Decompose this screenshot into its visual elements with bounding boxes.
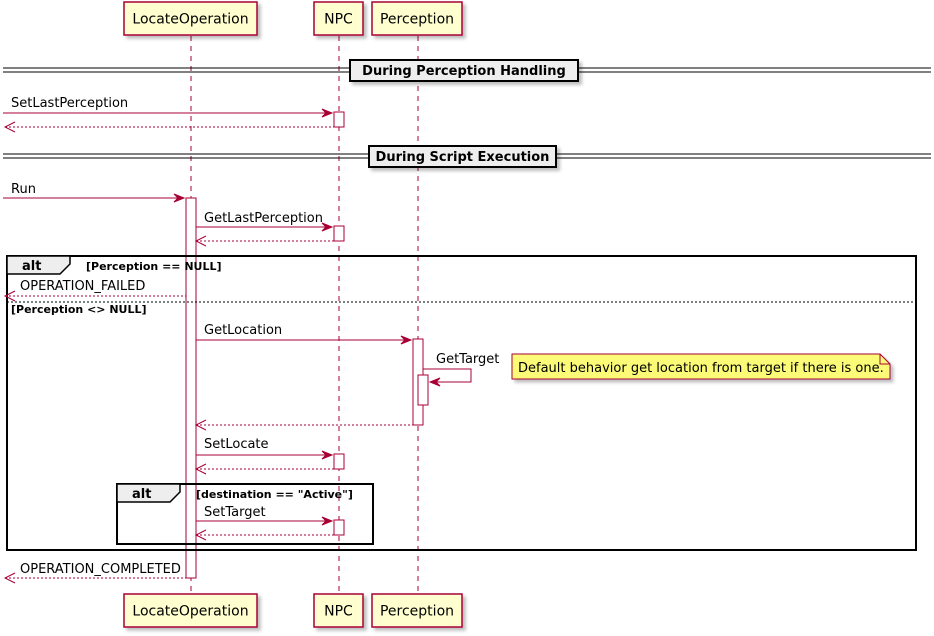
message-get-last-perception <box>196 222 334 232</box>
return-operation-completed <box>3 572 186 584</box>
participant-label: LocateOperation <box>132 604 248 620</box>
message-set-target <box>196 516 334 526</box>
messages <box>3 108 472 584</box>
divider-label: During Script Execution <box>376 150 550 165</box>
message-set-locate <box>196 450 334 460</box>
message-label: GetTarget <box>436 352 499 367</box>
message-label: GetLastPerception <box>204 211 323 226</box>
participant-label: NPC <box>324 604 353 620</box>
message-label: SetLocate <box>204 437 269 452</box>
message-get-location <box>196 335 413 345</box>
fragment-keyword: alt <box>22 259 41 274</box>
message-set-last-perception <box>3 108 334 118</box>
participants-bottom: LocateOperation NPC Perception <box>123 593 463 628</box>
message-label: OPERATION_FAILED <box>20 279 145 294</box>
alt-fragment-perception: alt [Perception == NULL] [Perception <> … <box>6 255 917 551</box>
note-default-behavior: Default behavior get location from targe… <box>511 353 891 380</box>
participant-perception-bottom[interactable]: Perception <box>371 593 463 628</box>
fragment-guard: [Perception == NULL] <box>86 260 222 273</box>
activations <box>185 111 429 579</box>
participant-perception-top[interactable]: Perception <box>371 1 463 36</box>
message-labels: SetLastPerception Run GetLastPerception … <box>11 96 499 577</box>
message-run <box>3 193 186 203</box>
return-set-target <box>194 529 334 541</box>
message-label: GetLocation <box>204 323 282 338</box>
note-text: Default behavior get location from targe… <box>518 361 884 376</box>
participant-locate-operation-top[interactable]: LocateOperation <box>123 1 258 36</box>
message-label: SetLastPerception <box>11 96 128 111</box>
participant-npc-bottom[interactable]: NPC <box>313 593 364 628</box>
fragment-guard: [destination == "Active"] <box>196 488 353 501</box>
alt-fragment-destination: alt [destination == "Active"] <box>116 483 374 545</box>
return-set-last-perception <box>3 121 334 133</box>
participant-label: Perception <box>380 12 454 28</box>
participant-label: NPC <box>324 12 353 28</box>
activation-npc-4 <box>333 519 345 536</box>
fragment-keyword: alt <box>132 487 151 502</box>
participant-label: Perception <box>380 604 454 620</box>
return-set-locate <box>194 463 334 475</box>
divider-label: During Perception Handling <box>362 64 566 79</box>
participant-npc-top[interactable]: NPC <box>313 1 364 36</box>
divider-perception-handling: During Perception Handling <box>3 59 931 82</box>
participant-label: LocateOperation <box>132 12 248 28</box>
return-get-last-perception <box>194 235 334 247</box>
message-label: OPERATION_COMPLETED <box>20 562 181 577</box>
message-get-target <box>423 368 472 387</box>
activation-npc-3 <box>333 453 345 470</box>
return-operation-failed <box>3 290 186 302</box>
activation-locate-operation <box>185 197 197 579</box>
activation-npc-2 <box>333 225 345 242</box>
return-get-location <box>194 419 413 431</box>
activation-perception-nested <box>417 374 429 406</box>
fragment-else-guard: [Perception <> NULL] <box>11 303 147 316</box>
message-label: Run <box>11 182 36 197</box>
divider-script-execution: During Script Execution <box>3 145 931 168</box>
participants-top: LocateOperation NPC Perception <box>123 1 463 36</box>
participant-locate-operation-bottom[interactable]: LocateOperation <box>123 593 258 628</box>
message-label: SetTarget <box>204 505 266 520</box>
activation-npc-1 <box>333 111 345 128</box>
